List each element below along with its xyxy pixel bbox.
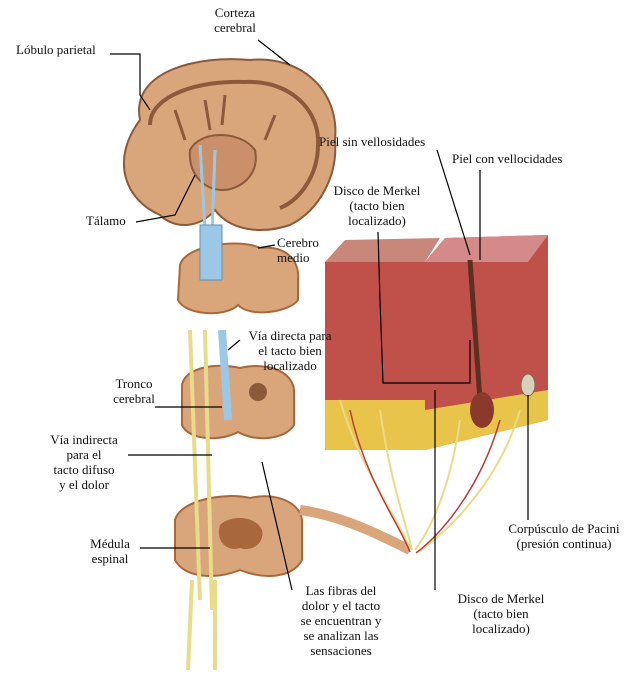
label-line: Vía indirecta (50, 432, 118, 447)
label-line: cerebral (113, 391, 155, 406)
label-line: Disco de Merkel (333, 183, 421, 198)
label-line: Las fibras del (305, 583, 377, 598)
brainstem-slab (181, 329, 295, 440)
label-cerebro-medio: Cerebro medio (277, 235, 319, 265)
label-line: Piel con vellocidades (452, 151, 563, 166)
label-lobulo-parietal: Lóbulo parietal (16, 42, 96, 57)
label-line: Disco de Merkel (457, 591, 545, 606)
label-line: Cerebro (277, 235, 319, 250)
spinal-slab (174, 329, 413, 671)
label-line: Corpúsculo de Pacini (508, 521, 620, 536)
label-line: tacto difuso (53, 462, 115, 477)
label-line: Corteza (214, 5, 256, 20)
label-line: el tacto bien (258, 343, 322, 358)
label-corpusculo-pacini: Corpúsculo de Pacini (presión continua) (499, 521, 629, 551)
label-line: localizado) (348, 213, 406, 228)
label-corteza-cerebral: Corteza cerebral (204, 5, 266, 35)
label-line: se encuentran y (300, 613, 382, 628)
label-line: localizado) (472, 621, 530, 636)
label-line: (tacto bien (349, 198, 405, 213)
label-line: Vía directa para (248, 328, 332, 343)
label-talamo: Tálamo (86, 213, 126, 228)
label-line: (tacto bien (473, 606, 529, 621)
label-line: Médula (90, 536, 130, 551)
label-line: Tálamo (86, 213, 126, 228)
label-via-directa: Vía directa para el tacto bien localizad… (240, 328, 340, 373)
label-line: localizado (263, 358, 317, 373)
label-line: (presión continua) (516, 536, 612, 551)
midbrain-slab (176, 224, 300, 315)
label-line: medio (277, 250, 310, 265)
label-line: Lóbulo parietal (16, 42, 96, 57)
label-disco-merkel-bottom: Disco de Merkel (tacto bien localizado) (446, 591, 556, 636)
label-piel-sin-vellosidades: Piel sin vellosidades (319, 134, 425, 149)
leader-lines (110, 39, 529, 591)
label-line: sensaciones (310, 643, 372, 658)
label-disco-merkel-top: Disco de Merkel (tacto bien localizado) (322, 183, 432, 228)
label-piel-con-vellocidades: Piel con vellocidades (452, 151, 562, 166)
label-fibras: Las fibras del dolor y el tacto se encue… (286, 583, 396, 658)
label-line: Tronco (115, 376, 153, 391)
label-line: se analizan las (303, 628, 379, 643)
label-tronco-cerebral: Tronco cerebral (104, 376, 164, 406)
label-line: dolor y el tacto (301, 598, 381, 613)
label-line: Piel sin vellosidades (319, 134, 426, 149)
label-line: cerebral (214, 20, 256, 35)
label-line: para el (66, 447, 102, 462)
label-line: y el dolor (59, 477, 109, 492)
label-via-indirecta: Vía indirecta para el tacto difuso y el … (40, 432, 128, 492)
label-medula-espinal: Médula espinal (82, 536, 138, 566)
skin-block (325, 235, 548, 554)
brain-section (123, 58, 337, 236)
label-line: espinal (91, 551, 129, 566)
